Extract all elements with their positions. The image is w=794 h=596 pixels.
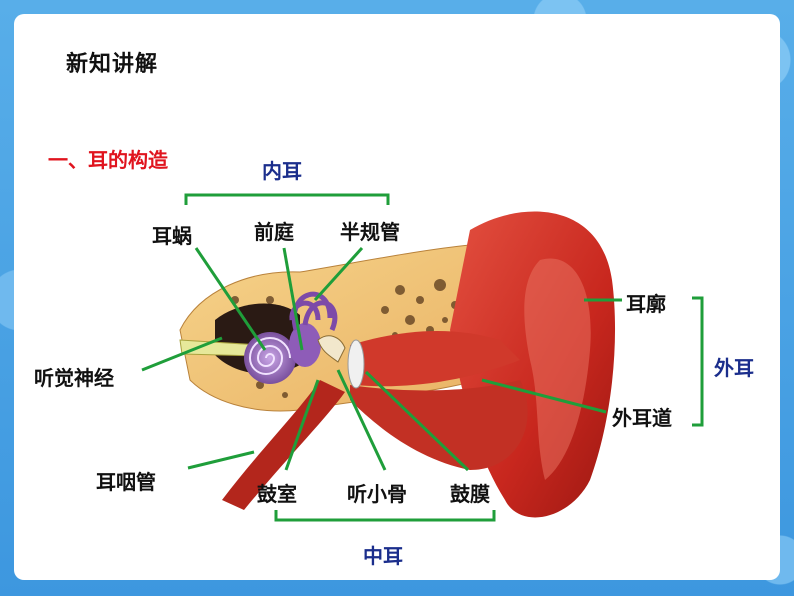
inner-ear-label: 内耳: [262, 159, 302, 183]
middle-ear-label: 中耳: [363, 544, 403, 568]
eardrum-shape: [347, 339, 365, 389]
vestibule-leader: [282, 247, 304, 351]
tympanic-leader: [284, 379, 320, 471]
semicircular-leader: [313, 246, 364, 302]
eustachian-tube-shape: [222, 380, 345, 510]
auditory-nerve-label: 听觉神经: [34, 366, 114, 390]
auricle-label: 耳廓: [626, 292, 666, 316]
ear-canal-leader: [481, 378, 607, 414]
eardrum-leader: [364, 370, 470, 472]
tympanic-cavity-label: 鼓室: [257, 482, 297, 506]
bone-texture: [231, 279, 459, 398]
auricle-inner: [524, 258, 591, 480]
ear-canal-label: 外耳道: [612, 406, 672, 430]
semicircular-canals-label: 半规管: [340, 220, 400, 244]
ossicles-label: 听小骨: [347, 482, 407, 506]
eardrum-label: 鼓膜: [450, 482, 490, 506]
cochlea-leader: [194, 247, 267, 351]
outer-ear-label: 外耳: [714, 356, 754, 380]
leader-lines: [141, 193, 704, 522]
slide-title: 新知讲解: [66, 52, 159, 77]
outer-ear-brace: [692, 296, 704, 427]
vestibule-shape: [289, 323, 321, 367]
eustachian-leader: [187, 450, 255, 470]
cochlea-shape: [244, 332, 296, 384]
ossicles-shape: [317, 335, 346, 363]
lower-tissue: [350, 380, 528, 470]
vestibule-label: 前庭: [254, 220, 294, 244]
middle-ear-brace: [274, 510, 496, 522]
inner-ear-brace: [184, 193, 390, 205]
ear-canal-shape: [350, 330, 520, 387]
semicircular-canals-shape: [289, 291, 338, 331]
eustachian-tube-label: 耳咽管: [96, 470, 156, 494]
auditory-nerve-leader: [141, 336, 223, 372]
section-heading: 一、耳的构造: [48, 148, 168, 172]
cochlea-label: 耳蜗: [152, 224, 192, 248]
ossicles-leader: [336, 369, 387, 471]
